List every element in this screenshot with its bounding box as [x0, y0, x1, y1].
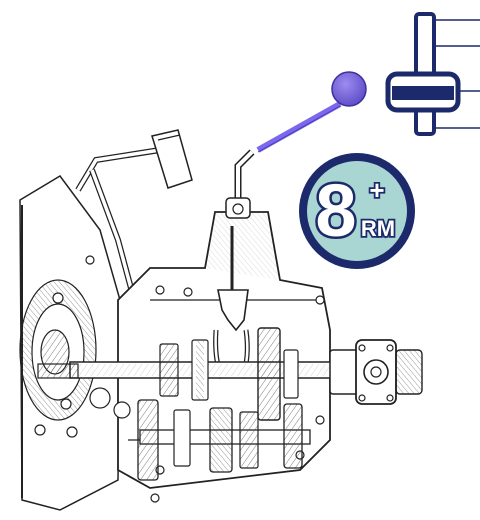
selector-fork: [213, 226, 250, 380]
upper-gears: [159, 327, 299, 421]
badge-number: 8: [315, 169, 356, 252]
layshaft: [137, 399, 311, 481]
badge-plus: +: [369, 175, 384, 205]
clutch-pedal: [75, 129, 193, 293]
badge-suffix: RM: [361, 216, 395, 241]
main-shaft: [69, 361, 361, 379]
input-shaft: [37, 363, 131, 419]
badge-8rm: 8 + RM: [299, 153, 415, 269]
bell-housing: [19, 175, 121, 511]
lever-knob: [331, 71, 367, 107]
output-flange: [329, 339, 423, 405]
gearbox-illustration: [19, 71, 423, 511]
gear-selector-icon: [385, 12, 480, 136]
gear-lever: [234, 71, 367, 200]
